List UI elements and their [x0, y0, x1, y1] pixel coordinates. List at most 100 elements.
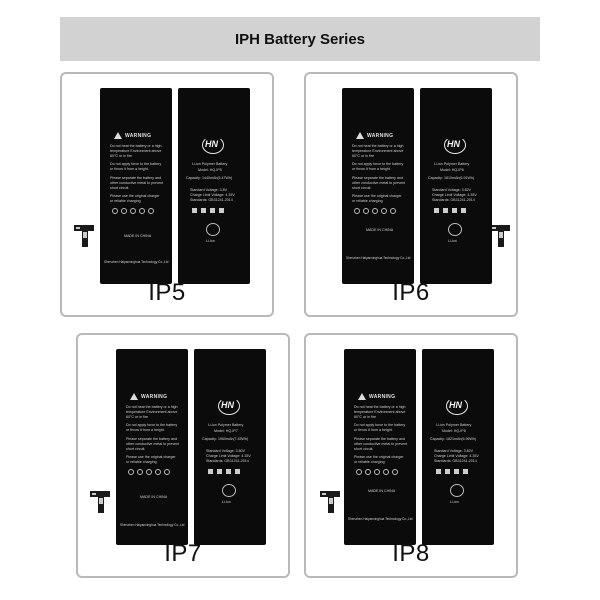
battery-cell-front: HN Li-ion Polymer Battery Model: HQ-IP6 … [420, 88, 492, 284]
made-in-label: MADE IN CHINA [140, 495, 168, 499]
certification-icons [434, 208, 466, 213]
company-label: Shenzhen Haiyanxinghua Technology Co.,Lt… [346, 256, 411, 260]
model-label: IP6 [392, 279, 430, 306]
battery-capacity: Capacity: 1960mAh(7.45Wh) [202, 437, 249, 441]
warning-line: or throw it from a height. [352, 167, 391, 171]
battery-model: Model: HQ-IP8 [442, 429, 466, 433]
charge-limit-voltage: Charge Limit Voltage: 4.35V [434, 454, 479, 458]
warning-line: temperature Environment above [126, 410, 178, 414]
warning-line: temperature Environment above [352, 149, 404, 153]
warning-icon [114, 132, 122, 139]
warning-line: temperature Environment above [110, 149, 162, 153]
warning-line: Please separate the battery and [110, 176, 161, 180]
battery-capacity: Capacity: 1810mAh(6.91Wh) [428, 176, 475, 180]
recycle-label: Li-ion [222, 500, 231, 504]
connector-cable [90, 485, 110, 513]
warning-line: or reliable charging [354, 460, 385, 464]
standard-voltage: Standard Voltage: 3.82V [434, 449, 473, 453]
battery-cell-front: HN Li-ion Polymer Battery Model: HQ-IP5 … [178, 88, 250, 284]
warning-line: other conductive metal to prevent [126, 442, 180, 446]
warning-line: Please use the original charger [354, 455, 404, 459]
battery-cell-back: WARNING Do not heat the battery or a hig… [344, 349, 416, 545]
charge-limit-voltage: Charge Limit Voltage: 4.35V [206, 454, 251, 458]
warning-line: 60°C or in fire [126, 415, 149, 419]
recycle-icon [206, 223, 220, 236]
warning-label: WARNING [369, 394, 396, 400]
recycle-label: Li-ion [206, 239, 215, 243]
made-in-label: MADE IN CHINA [124, 234, 152, 238]
connector-cable [74, 219, 94, 247]
standards: Standards: GB31241-2014 [206, 459, 249, 463]
hn-logo-icon: HN [200, 136, 226, 154]
warning-line: Please separate the battery and [126, 437, 177, 441]
warning-line: other conductive metal to prevent [110, 181, 164, 185]
hn-logo-icon: HN [216, 397, 242, 415]
warning-icon [130, 393, 138, 400]
standard-voltage: Standard Voltage: 3.8V [190, 188, 227, 192]
warning-line: short circuit. [126, 447, 146, 451]
warning-line: 60°C or in fire [352, 154, 375, 158]
connector-cable [320, 485, 340, 513]
warning-line: Please use the original charger [126, 455, 176, 459]
warning-icon [356, 132, 364, 139]
warning-line: short circuit. [352, 186, 372, 190]
warning-line: short circuit. [110, 186, 130, 190]
warning-line: or throw it from a height. [110, 167, 149, 171]
recycle-icon [222, 484, 236, 497]
warning-line: or reliable charging [110, 199, 141, 203]
page-title: IPH Battery Series [234, 30, 366, 48]
battery-model: Model: HQ-IP6 [440, 168, 464, 172]
warning-label: WARNING [367, 133, 394, 139]
warning-line: temperature Environment above [354, 410, 406, 414]
warning-line: Do not apply force to the battery [110, 162, 162, 166]
standards: Standards: GB31241-2014 [432, 198, 475, 202]
safety-icons [112, 208, 154, 214]
model-label: IP7 [164, 540, 202, 567]
company-label: Shenzhen Haiyanxinghua Technology Co.,Lt… [348, 517, 413, 521]
battery-type: Li-ion Polymer Battery [192, 162, 228, 166]
recycle-label: Li-ion [448, 239, 457, 243]
battery-model: Model: HQ-IP5 [198, 168, 222, 172]
warning-label: WARNING [141, 394, 168, 400]
model-label: IP5 [148, 279, 186, 306]
warning-line: or reliable charging [352, 199, 383, 203]
battery-card-ip8: WARNING Do not heat the battery or a hig… [304, 333, 518, 578]
warning-line: Do not apply force to the battery [126, 423, 178, 427]
certification-icons [208, 469, 240, 474]
safety-icons [354, 208, 396, 214]
warning-label: WARNING [125, 133, 152, 139]
warning-line: short circuit. [354, 447, 374, 451]
warning-line: Do not apply force to the battery [354, 423, 406, 427]
warning-line: or throw it from a height. [354, 428, 393, 432]
recycle-icon [448, 223, 462, 236]
battery-model: Model: HQ-IP7 [214, 429, 238, 433]
hn-logo-icon: HN [442, 136, 468, 154]
battery-card-ip6: WARNING Do not heat the battery or a hig… [304, 72, 518, 317]
warning-line: Do not heat the battery or a high [352, 144, 404, 148]
warning-line: Please use the original charger [110, 194, 160, 198]
safety-icons [356, 469, 398, 475]
battery-type: Li-ion Polymer Battery [208, 423, 244, 427]
company-label: Shenzhen Haiyanxinghua Technology Co.,Lt… [120, 523, 185, 527]
made-in-label: MADE IN CHINA [368, 489, 396, 493]
warning-line: other conductive metal to prevent [352, 181, 406, 185]
hn-logo-icon: HN [444, 397, 470, 415]
warning-icon [358, 393, 366, 400]
warning-line: Do not heat the battery or a high [110, 144, 162, 148]
warning-line: 60°C or in fire [110, 154, 133, 158]
warning-line: Do not heat the battery or a high [126, 405, 178, 409]
recycle-label: Li-ion [450, 500, 459, 504]
battery-cell-back: WARNING Do not heat the battery or a hig… [342, 88, 414, 284]
certification-icons [192, 208, 224, 213]
charge-limit-voltage: Charge Limit Voltage: 4.35V [190, 193, 235, 197]
warning-line: other conductive metal to prevent [354, 442, 408, 446]
company-label: Shenzhen Haiyanxinghua Technology Co.,Lt… [104, 260, 169, 264]
standard-voltage: Standard Voltage: 3.80V [206, 449, 245, 453]
battery-cell-back: WARNING Do not heat the battery or a hig… [116, 349, 188, 545]
standard-voltage: Standard Voltage: 3.82V [432, 188, 471, 192]
safety-icons [128, 469, 170, 475]
standards: Standards: GB31241-2014 [190, 198, 233, 202]
battery-type: Li-ion Polymer Battery [434, 162, 470, 166]
warning-line: or reliable charging [126, 460, 157, 464]
warning-line: Do not heat the battery or a high [354, 405, 406, 409]
